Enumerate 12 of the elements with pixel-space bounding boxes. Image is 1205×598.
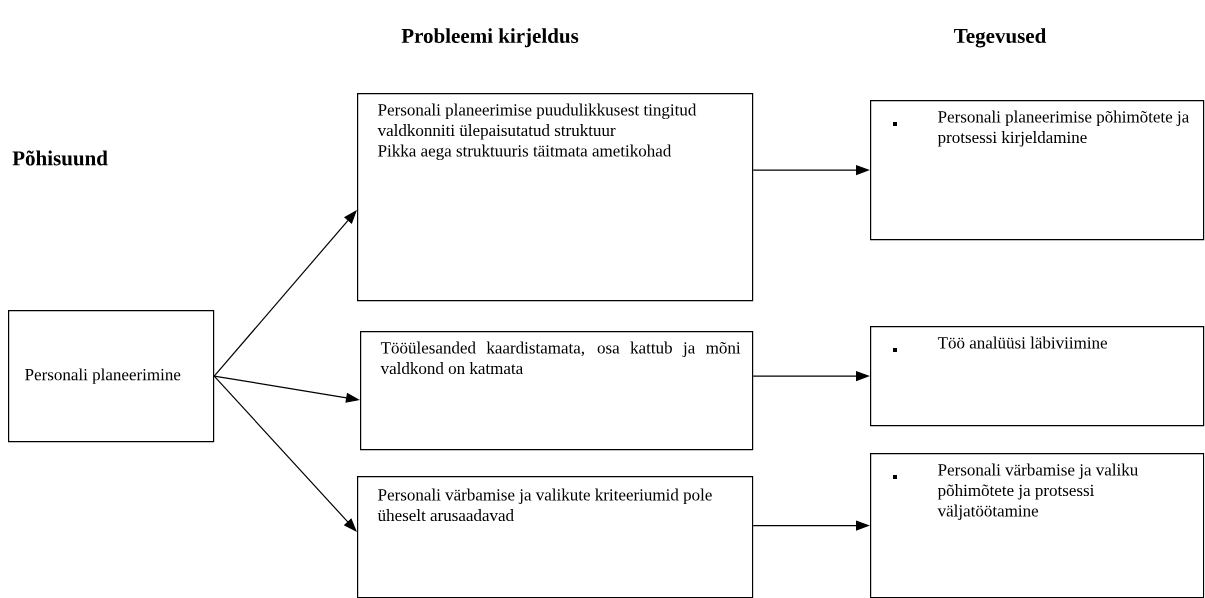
text-box: Personali värbamise ja valiku põhimõtete ja protsessi väljatöötamine bbox=[870, 453, 1205, 598]
text-box: Personali värbamise ja valikute kriteeriumid pole üheselt arusaadavad bbox=[357, 476, 754, 598]
text-box: Personali planeerimise põhimõtete ja protsessi kirjeldamine bbox=[870, 100, 1205, 241]
text-box: Töö analüüsi läbiviimine bbox=[870, 326, 1205, 427]
arrow bbox=[213, 375, 357, 532]
column-heading: Probleemi kirjeldus bbox=[401, 28, 579, 48]
text-box: Tööülesanded kaardistamata, osa kattub ja mõni valdkond on katmata bbox=[360, 331, 754, 451]
text-box: Personali planeerimise puudulikkusest tingitud valdkonniti ülepaisutatud struktuur Pikka aega struktuuris täitmata ametikohad bbox=[357, 93, 754, 302]
column-heading: Põhisuund bbox=[12, 150, 108, 166]
text-box: Personali planeerimine bbox=[8, 310, 215, 443]
arrow bbox=[213, 210, 357, 377]
column-heading: Tegevused bbox=[954, 28, 1047, 48]
